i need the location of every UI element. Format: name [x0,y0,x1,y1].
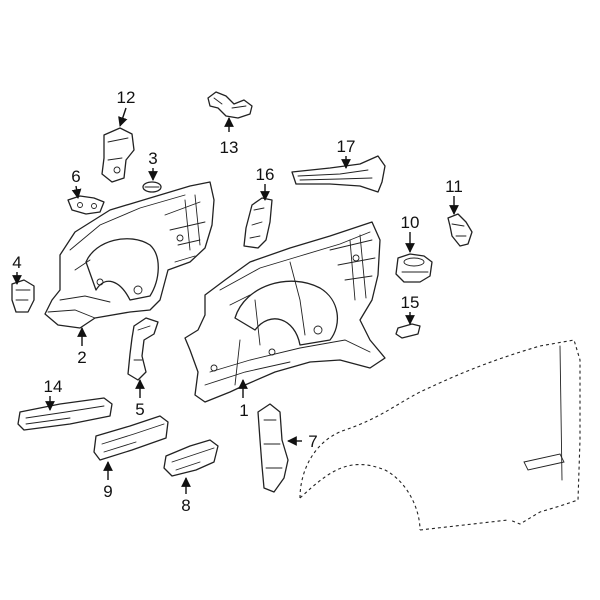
callout-16: 16 [256,165,275,184]
callout-8: 8 [181,496,190,515]
callout-12: 12 [117,88,136,107]
part-15-pad[interactable] [395,323,421,339]
callout-4: 4 [12,253,21,272]
part-1-right-apron-assembly[interactable] [184,221,386,403]
part-14-lower-rail[interactable] [17,397,113,431]
callout-3: 3 [148,149,157,168]
part-11-clip-bracket[interactable] [447,213,473,247]
callout-15: 15 [401,293,420,312]
part-16-bracket[interactable] [243,197,273,249]
callout-9: 9 [103,482,112,501]
callout-10: 10 [401,213,420,232]
callout-14: 14 [44,377,63,396]
callout-labels: 1 2 3 4 5 6 7 8 9 10 11 12 13 14 15 16 1… [12,88,463,515]
part-2-left-apron-assembly[interactable] [44,181,215,329]
fender-panel [299,339,581,531]
callout-7: 7 [308,432,317,451]
part-13-top-bracket[interactable] [207,91,253,119]
part-10-mount[interactable] [395,253,433,283]
part-5-strut-bracket[interactable] [127,317,159,381]
part-17-upper-rail[interactable] [291,155,386,193]
callout-6: 6 [71,167,80,186]
part-9-sill-reinforcement[interactable] [93,415,169,461]
part-7-pillar-reinforcement[interactable] [257,403,289,493]
part-6-small-bracket[interactable] [67,195,105,215]
part-3-plug[interactable] [142,181,162,193]
callout-arrows [12,107,459,494]
callout-13: 13 [220,138,239,157]
callout-5: 5 [135,400,144,419]
part-12-mount-bracket[interactable] [101,127,135,183]
callout-2: 2 [77,348,86,367]
part-8-bracket[interactable] [163,439,219,477]
part-4-side-bracket[interactable] [11,279,35,313]
callout-17: 17 [337,137,356,156]
callout-11: 11 [445,177,463,196]
callout-1: 1 [239,401,248,420]
